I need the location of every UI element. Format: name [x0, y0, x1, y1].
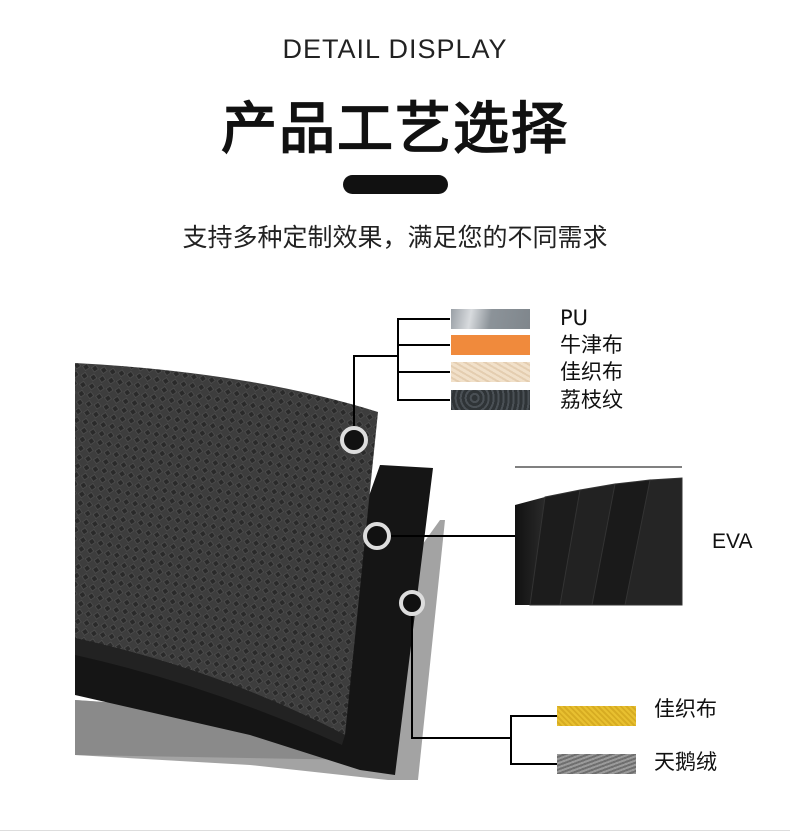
eva-label: EVA: [712, 530, 753, 553]
material-label-oxford: 牛津布: [560, 333, 623, 357]
jiazhi-swatch: [451, 362, 530, 382]
velvet-swatch: [557, 754, 636, 774]
material-label-pu: PU: [560, 306, 589, 330]
material-label-lychee: 荔枝纹: [560, 388, 623, 412]
oxford-swatch: [451, 335, 530, 355]
top-layer-marker: [340, 426, 368, 454]
top-layer: [75, 363, 378, 735]
title-divider: [343, 175, 448, 194]
bottom-layer-marker: [399, 590, 425, 616]
bottom-divider: [0, 830, 790, 831]
pu-swatch: [451, 309, 530, 329]
subtitle-en: DETAIL DISPLAY: [282, 34, 508, 64]
eva-layer-marker: [363, 522, 391, 550]
page-title: 产品工艺选择: [221, 97, 569, 162]
eva-sample-image: [515, 466, 683, 606]
material-label-jiazhi-bottom: 佳织布: [654, 697, 717, 721]
page-description: 支持多种定制效果，满足您的不同需求: [182, 223, 608, 252]
material-label-velvet: 天鹅绒: [654, 750, 717, 774]
lychee-swatch: [451, 390, 530, 410]
jiazhi-yellow-swatch: [557, 706, 636, 726]
material-label-jiazhi: 佳织布: [560, 360, 623, 384]
